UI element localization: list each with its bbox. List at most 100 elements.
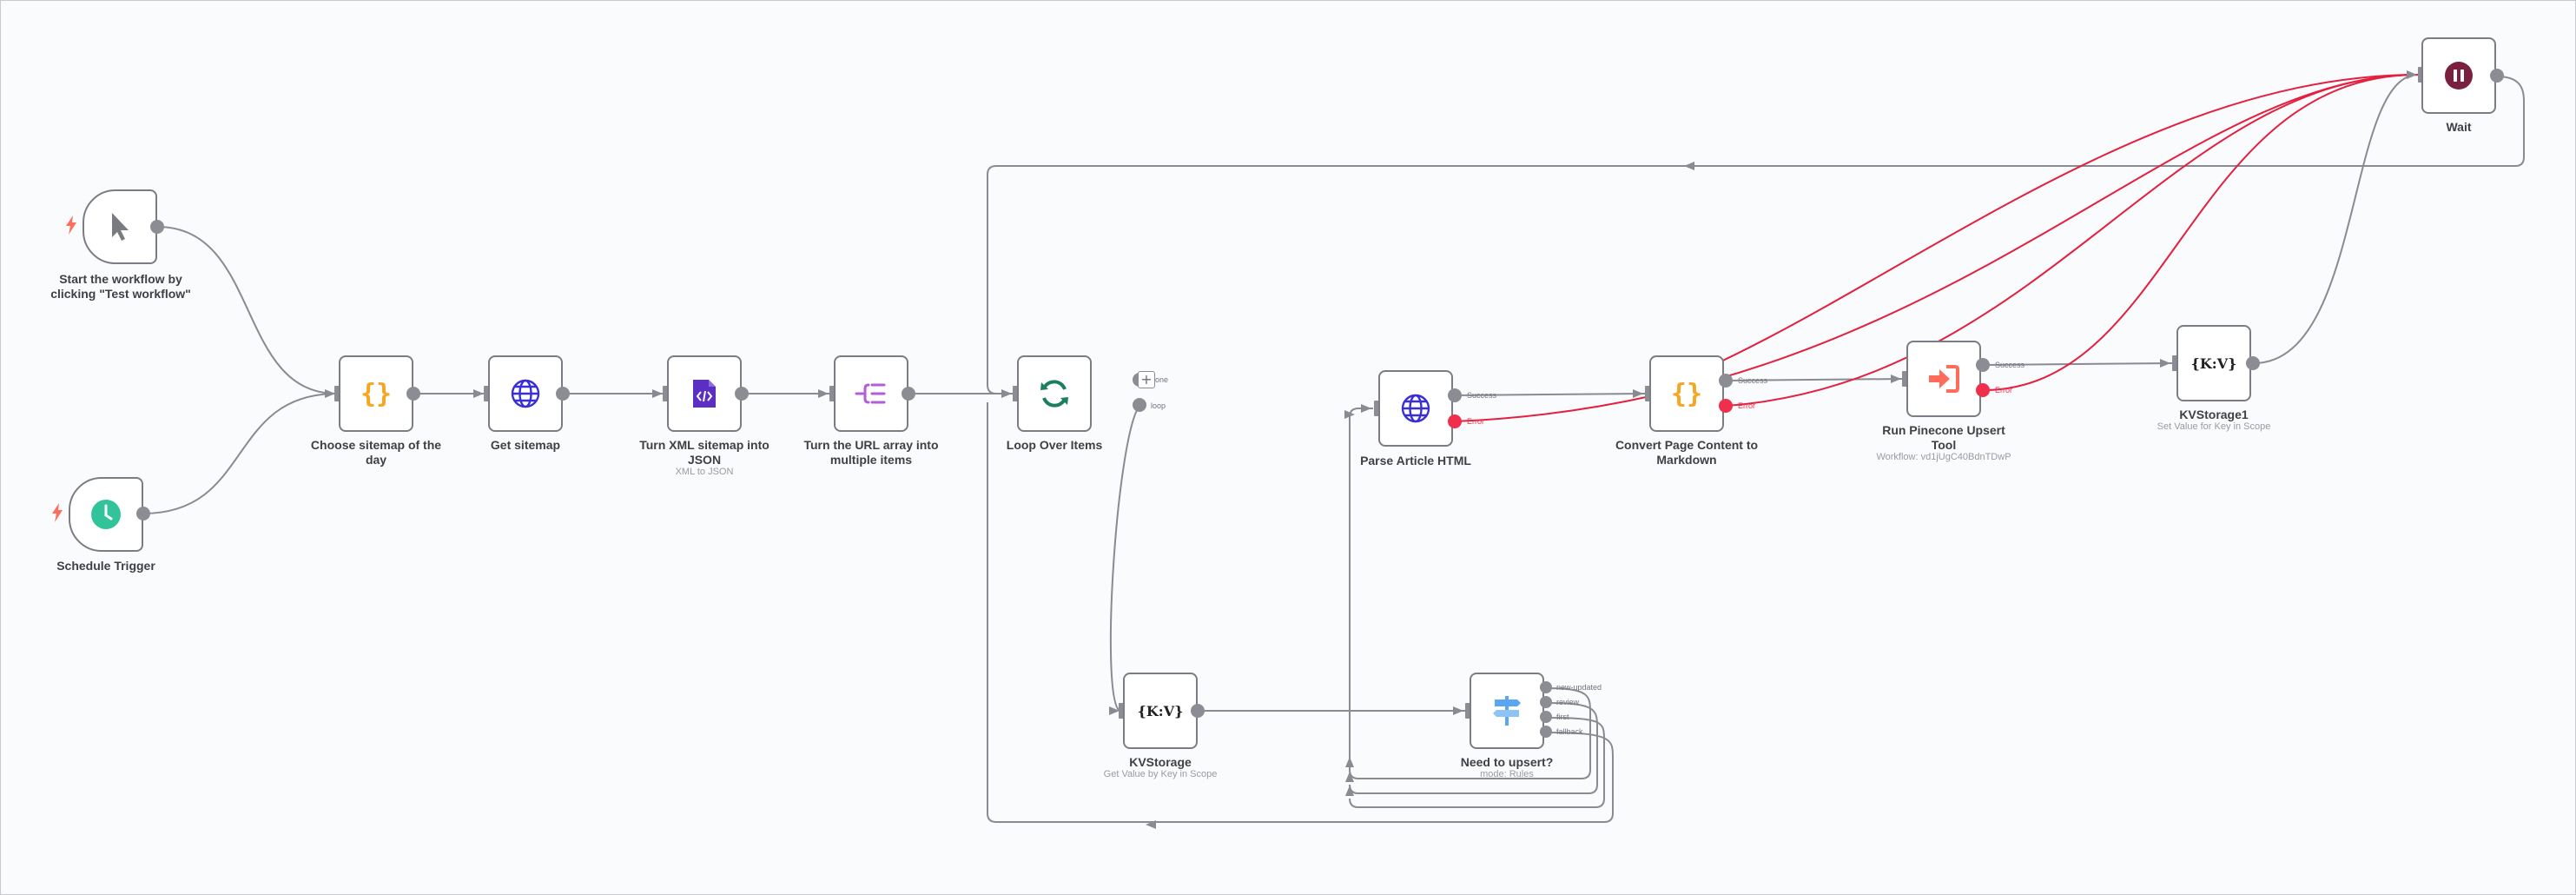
wire-upsert-fallback-to-loop xyxy=(987,402,1614,823)
kv-icon: {K:V} xyxy=(1137,702,1184,719)
upsert-review-label: review xyxy=(1556,698,1580,706)
wire-parse-to-convert xyxy=(1454,393,1646,396)
error-wire-convert-to-wait xyxy=(1725,74,2419,407)
xml-to-json-node[interactable] xyxy=(667,355,742,432)
wire-wait-back-to-loop xyxy=(1694,76,2525,167)
pinecone-input-port[interactable] xyxy=(1902,371,1908,387)
split-urls-node[interactable] xyxy=(834,355,908,432)
xml-file-icon xyxy=(687,376,722,411)
choose-sitemap-label: Choose sitemap of the day xyxy=(310,438,442,467)
upsert-newupdated-output-port[interactable] xyxy=(1540,681,1552,693)
choose-sitemap-input-port[interactable] xyxy=(334,386,340,401)
schedule-trigger-label: Schedule Trigger xyxy=(56,559,155,573)
get-sitemap-node[interactable] xyxy=(488,355,563,432)
pinecone-success-output-port[interactable] xyxy=(1976,358,1990,372)
xml-input-port[interactable] xyxy=(663,386,669,401)
trigger-bolt-icon xyxy=(52,503,63,522)
upsert-fallback-output-port[interactable] xyxy=(1540,726,1552,738)
upsert-first-label: first xyxy=(1556,713,1569,721)
loop-arrows-icon xyxy=(1037,376,1072,411)
trigger-bolt-icon xyxy=(66,215,76,235)
convert-success-output-port[interactable] xyxy=(1719,374,1733,388)
get-sitemap-output-port[interactable] xyxy=(556,387,570,401)
split-output-port[interactable] xyxy=(902,387,915,401)
get-sitemap-input-port[interactable] xyxy=(484,386,490,401)
xml-to-json-label: Turn XML sitemap into JSON xyxy=(639,438,769,467)
need-to-upsert-label: Need to upsert? xyxy=(1460,755,1554,769)
wire-upsert-first xyxy=(1349,717,1605,808)
kvstorage1-output-port[interactable] xyxy=(2246,356,2260,370)
parse-success-output-port[interactable] xyxy=(1448,388,1462,402)
wait-label: Wait xyxy=(2446,120,2472,134)
kvstorage-node[interactable]: {K:V} xyxy=(1123,673,1198,749)
wire-loop-to-kvstorage xyxy=(1109,405,1140,712)
manual-trigger-output-port[interactable] xyxy=(150,220,164,234)
cursor-icon xyxy=(102,209,137,244)
upsert-newupdated-label: new-updated xyxy=(1556,683,1602,692)
manual-trigger-label: Start the workflow by clicking "Test wor… xyxy=(50,272,191,301)
wire-manual-to-choose xyxy=(156,226,338,394)
kvstorage-label: KVStorage xyxy=(1129,755,1192,769)
choose-sitemap-node[interactable]: {} xyxy=(339,355,413,432)
pinecone-error-output-port[interactable] xyxy=(1976,383,1990,397)
parse-input-port[interactable] xyxy=(1374,401,1380,416)
loop-over-items-node[interactable] xyxy=(1017,355,1092,432)
parse-error-output-port[interactable] xyxy=(1448,414,1462,428)
schedule-trigger-node[interactable] xyxy=(69,477,143,552)
convert-markdown-label: Convert Page Content to Markdown xyxy=(1615,438,1759,467)
parse-article-html-node[interactable] xyxy=(1378,370,1453,447)
xml-to-json-subtitle: XML to JSON xyxy=(675,467,734,477)
svg-text:{}: {} xyxy=(360,379,392,409)
wire-pinecone-to-kvstorage1 xyxy=(1982,362,2173,366)
choose-sitemap-output-port[interactable] xyxy=(406,387,420,401)
upsert-review-output-port[interactable] xyxy=(1540,696,1552,708)
split-input-port[interactable] xyxy=(829,386,836,401)
kvstorage1-label: KVStorage1 xyxy=(2179,408,2249,421)
convert-error-output-port[interactable] xyxy=(1719,399,1733,413)
wire-schedule-to-choose xyxy=(142,393,338,514)
kvstorage-input-port[interactable] xyxy=(1119,703,1125,719)
wire-kvstorage1-to-wait xyxy=(2253,74,2419,364)
convert-markdown-node[interactable]: {} xyxy=(1649,355,1724,432)
split-icon xyxy=(854,376,888,411)
loop-input-port[interactable] xyxy=(1013,386,1019,401)
code-braces-icon: {} xyxy=(1669,376,1704,411)
kv-icon: {K:V} xyxy=(2190,355,2237,372)
parse-success-label: Success xyxy=(1467,391,1497,400)
pinecone-error-label: Error xyxy=(1995,386,2012,394)
code-braces-icon: {} xyxy=(359,376,393,411)
kvstorage-subtitle: Get Value by Key in Scope xyxy=(1103,769,1218,779)
convert-input-port[interactable] xyxy=(1645,386,1651,401)
loop-loop-output-port[interactable] xyxy=(1133,398,1146,412)
convert-success-label: Success xyxy=(1738,376,1768,385)
pinecone-upsert-node[interactable] xyxy=(1906,341,1981,417)
switch-signpost-icon xyxy=(1489,693,1524,728)
wait-output-port[interactable] xyxy=(2490,69,2504,83)
kvstorage1-node[interactable]: {K:V} xyxy=(2176,325,2251,401)
upsert-switch-input-port[interactable] xyxy=(1465,703,1471,719)
sign-in-icon xyxy=(1926,361,1961,396)
globe-icon xyxy=(1398,391,1433,426)
need-to-upsert-node[interactable] xyxy=(1470,673,1544,749)
schedule-trigger-output-port[interactable] xyxy=(136,507,150,520)
wait-node[interactable] xyxy=(2421,37,2496,114)
loop-loop-label: loop xyxy=(1151,401,1166,410)
kvstorage1-input-port[interactable] xyxy=(2172,355,2178,371)
kvstorage1-subtitle: Set Value for Key in Scope xyxy=(2157,421,2271,432)
loop-over-items-label: Loop Over Items xyxy=(1006,438,1103,452)
kvstorage-output-port[interactable] xyxy=(1191,704,1205,718)
pinecone-success-label: Success xyxy=(1995,361,2025,369)
upsert-fallback-label: fallback xyxy=(1556,727,1583,736)
wait-input-port[interactable] xyxy=(2418,67,2424,83)
add-node-button[interactable]: + xyxy=(1138,371,1155,388)
error-wire-pinecone-to-wait xyxy=(1982,74,2419,391)
wire-arrowheads xyxy=(325,70,2417,829)
need-to-upsert-subtitle: mode: Rules xyxy=(1480,769,1534,779)
manual-trigger-node[interactable] xyxy=(83,189,157,264)
upsert-first-output-port[interactable] xyxy=(1540,711,1552,723)
xml-output-port[interactable] xyxy=(735,387,749,401)
svg-text:{}: {} xyxy=(1671,379,1702,409)
parse-error-label: Error xyxy=(1467,417,1484,426)
split-urls-label: Turn the URL array into multiple items xyxy=(803,438,939,467)
